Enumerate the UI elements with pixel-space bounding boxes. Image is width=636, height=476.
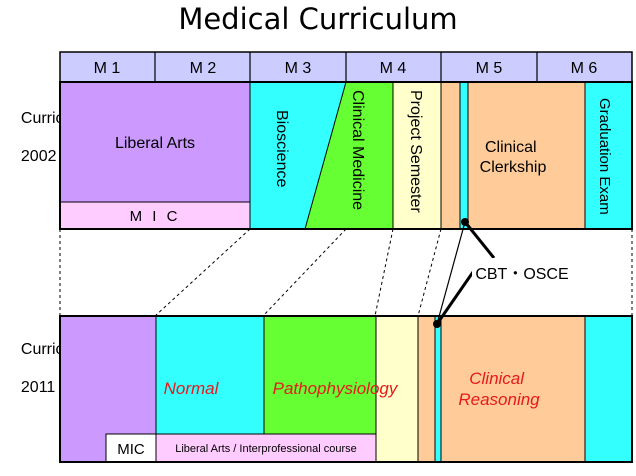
clinical-clerkship-block — [468, 82, 585, 229]
year-label-m4: M 4 — [380, 60, 407, 77]
clinical-reasoning-label: Clinical Reasoning — [458, 369, 540, 409]
bioscience-block — [250, 82, 346, 229]
bioscience-label: Bioscience — [273, 110, 290, 187]
cyan-2011-end-block — [585, 316, 632, 462]
clinical-clerkship-line2: Clerkship — [480, 159, 547, 176]
clinical-reasoning-line1: Clinical — [469, 369, 525, 388]
curriculum-2011-row: Normal Pathophysiology Clinical Reasonin… — [59, 315, 633, 463]
year-header: M 1 M 2 M 3 M 4 M 5 M 6 — [59, 51, 633, 83]
clinical-reasoning-block — [441, 316, 585, 462]
callout-connector — [436, 221, 466, 325]
mic-2011-label: MIC — [117, 441, 145, 458]
callout-pointer-2002 — [463, 221, 496, 259]
graduation-exam-block — [585, 82, 632, 229]
cbt-osce-callout: CBT・OSCE — [433, 218, 572, 328]
pathophysiology-label: Pathophysiology — [273, 379, 399, 398]
liberal-arts-label: Liberal Arts — [115, 135, 195, 152]
callout-dot-2002 — [461, 218, 469, 226]
graduation-exam-label: Graduation Exam — [596, 98, 613, 215]
liberal-arts-block — [60, 82, 250, 202]
block-divider — [304, 81, 347, 230]
project-semester-block — [393, 82, 441, 229]
year-label-m1: M 1 — [94, 60, 121, 77]
callout-pointer-2011 — [435, 271, 475, 325]
transition-line — [417, 228, 442, 317]
clinical-medicine-block — [305, 82, 393, 229]
mic-2011-block — [105, 433, 157, 463]
pale-yellow-2011-block — [376, 316, 418, 462]
normal-block — [156, 316, 264, 434]
normal-label: Normal — [164, 379, 220, 398]
clinical-clerkship-line1: Clinical — [485, 139, 537, 156]
curriculum-2011-frame — [59, 315, 633, 463]
page-title: Medical Curriculum — [178, 2, 458, 36]
peach-gap-block — [441, 82, 460, 229]
transition-line — [262, 228, 347, 317]
peach-2011-gap — [418, 316, 435, 462]
clinical-medicine-label: Clinical Medicine — [349, 90, 366, 210]
cbt-osce-marker-2002 — [460, 82, 468, 229]
pathophysiology-block — [264, 316, 376, 434]
year-label-m2: M 2 — [190, 60, 217, 77]
clinical-clerkship-label: Clinical Clerkship — [480, 139, 547, 176]
cbt-osce-marker-2011 — [435, 316, 441, 462]
clinical-reasoning-line2: Reasoning — [458, 390, 540, 409]
transition-line — [154, 228, 251, 317]
liberal-arts-ip-label: Liberal Arts / Interprofessional course — [175, 443, 357, 455]
year-label-m5: M 5 — [476, 60, 503, 77]
transition-lines — [59, 228, 633, 317]
project-semester-label: Project Semester — [407, 90, 424, 213]
callout-text: CBT・OSCE — [475, 266, 568, 283]
curriculum-2002-label-line2: 2002 — [20, 148, 57, 165]
year-label-m6: M 6 — [571, 60, 598, 77]
curriculum-2011-label-line2: 2011 — [20, 379, 56, 396]
transition-line — [374, 228, 394, 317]
callout-dot-2011 — [433, 320, 441, 328]
callout-box — [472, 258, 572, 288]
mic-label: M I C — [130, 208, 181, 225]
curriculum-2002-row: Liberal Arts M I C Bioscience Clinical M… — [59, 81, 633, 230]
year-label-m3: M 3 — [285, 60, 312, 77]
